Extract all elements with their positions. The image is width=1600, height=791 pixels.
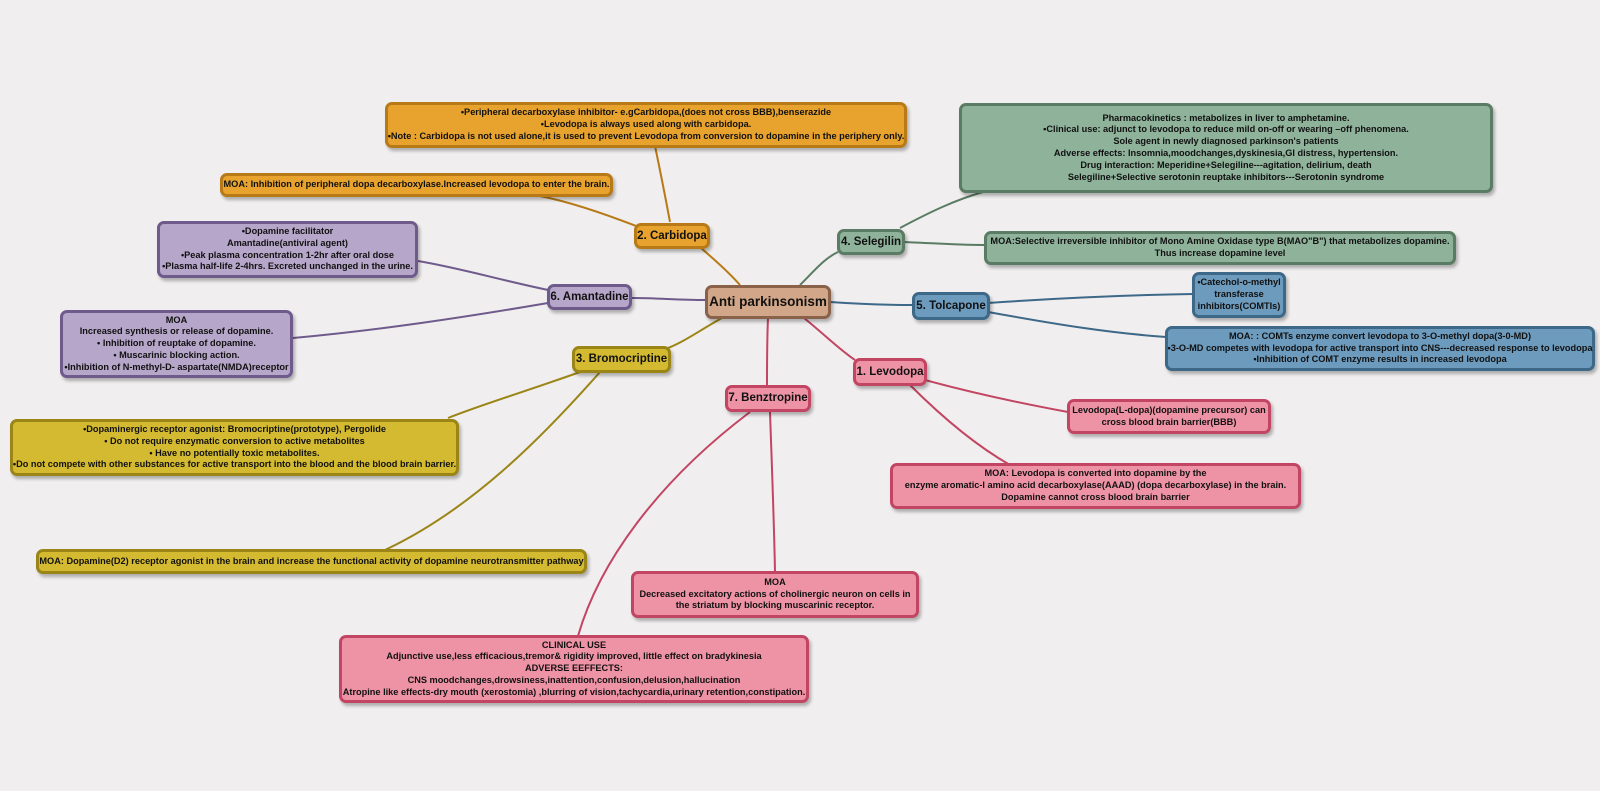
carbidopa-info-line: •Note : Carbidopa is not used alone,it i… (387, 130, 905, 141)
link-amantadine-moa (292, 302, 549, 339)
selegilin-moa-line: Thus increase dopamine level (1154, 248, 1286, 258)
benztropine-clinical-line: Adjunctive use,less efficacious,tremor& … (386, 651, 762, 662)
selegilin-info-box[interactable]: Pharmacokinetics : metabolizes in liver … (959, 103, 1493, 193)
selegilin-label: 4. Selegilin (840, 235, 902, 248)
benztropine-moa-line: Decreased excitatory actions of choliner… (639, 588, 911, 599)
link-selegilin-info (899, 191, 984, 229)
benztropine-clinical-line: CLINICAL USE (541, 639, 607, 650)
selegilin-info-line: Sole agent in newly diagnosed parkinson'… (1113, 136, 1339, 147)
link-benztropine-moa (769, 411, 776, 573)
selegilin-info-line: Adverse effects: Insomnia,moodchanges,dy… (1053, 148, 1399, 158)
benztropine-clinical-box[interactable]: CLINICAL USE Adjunctive use,less efficac… (339, 635, 809, 703)
carbidopa-info-box[interactable]: •Peripheral decarboxylase inhibitor- e.g… (385, 102, 907, 148)
link-benztropine-clinical (577, 411, 751, 637)
selegilin-info-line: Drug interaction: Meperidine+Selegiline-… (1080, 159, 1372, 170)
link-root-benztropine (766, 317, 769, 387)
benztropine-moa-line: the striatum by blocking muscarinic rece… (675, 600, 875, 611)
amantadine-moa-line: Increased synthesis or release of dopami… (79, 326, 274, 337)
levodopa-moa-box[interactable]: MOA: Levodopa is converted into dopamine… (890, 463, 1301, 509)
carbidopa-label: 2. Carbidopa (637, 229, 707, 242)
link-selegilin-moa (903, 241, 986, 246)
tolcapone-moa-line: •Inhibition of COMT enzyme results in in… (1253, 354, 1507, 365)
link-root-amantadine (631, 297, 706, 301)
amantadine-node[interactable]: 6. Amantadine (547, 284, 632, 310)
levodopa-node[interactable]: 1. Levodopa (853, 358, 927, 386)
benztropine-moa-box[interactable]: MOA Decreased excitatory actions of chol… (631, 571, 919, 618)
amantadine-info-line: •Dopamine facilitator (241, 225, 334, 236)
selegilin-moa-line: MOA:Selective irreversible inhibitor of … (990, 236, 1450, 247)
levodopa-moa-line: enzyme aromatic-l amino acid decarboxyla… (904, 480, 1287, 491)
tolcapone-moa-box[interactable]: MOA: : COMTs enzyme convert levodopa to … (1165, 326, 1595, 371)
bromocriptine-info-line: •Do not compete with other substances fo… (12, 459, 457, 470)
selegilin-info-line: Selegiline+Selective serotonin reuptake … (1067, 171, 1385, 182)
link-carbidopa-moa (539, 195, 637, 227)
link-root-bromocriptine (661, 317, 723, 351)
bromocriptine-moa-line: MOA: Dopamine(D2) receptor agonist in th… (39, 555, 584, 566)
root-node[interactable]: Anti parkinsonism (705, 285, 831, 319)
link-tolcapone-moa (987, 311, 1167, 338)
amantadine-info-box[interactable]: •Dopamine facilitator Amantadine(antivir… (157, 221, 418, 278)
tolcapone-label: 5. Tolcapone (916, 299, 986, 312)
link-amantadine-info (417, 260, 549, 291)
levodopa-moa-line: MOA: Levodopa is converted into dopamine… (984, 468, 1207, 479)
benztropine-clinical-line: CNS moodchanges,drowsiness,inattention,c… (407, 674, 741, 685)
bromocriptine-info-box[interactable]: •Dopaminergic receptor agonist: Bromocri… (10, 419, 459, 476)
link-bromocriptine-info (447, 371, 581, 419)
selegilin-info-line: •Clinical use: adjunct to levodopa to re… (1043, 124, 1409, 135)
carbidopa-info-line: •Peripheral decarboxylase inhibitor- e.g… (460, 107, 832, 118)
carbidopa-moa-line: MOA: Inhibition of peripheral dopa decar… (223, 179, 610, 190)
levodopa-info-line: Levodopa(L-dopa)(dopamine precursor) can (1072, 404, 1266, 415)
amantadine-info-line: •Peak plasma concentration 1-2hr after o… (180, 249, 395, 260)
link-levodopa-moa (909, 384, 1011, 466)
link-tolcapone-info (987, 293, 1194, 304)
bromocriptine-info-line: •Dopaminergic receptor agonist: Bromocri… (83, 423, 386, 434)
root-label: Anti parkinsonism (709, 294, 827, 310)
carbidopa-info-line: •Levodopa is always used along with carb… (540, 119, 752, 130)
bromocriptine-info-line: • Do not require enzymatic conversion to… (104, 435, 365, 446)
amantadine-moa-line: • Muscarinic blocking action. (113, 349, 240, 360)
levodopa-info-line: cross blood brain barrier(BBB) (1101, 416, 1237, 427)
levodopa-moa-line: Dopamine cannot cross blood brain barrie… (1001, 491, 1190, 502)
link-bromocriptine-moa (384, 371, 601, 551)
bromocriptine-info-line: • Have no potentially toxic metabolites. (149, 447, 320, 458)
tolcapone-node[interactable]: 5. Tolcapone (912, 292, 990, 320)
carbidopa-node[interactable]: 2. Carbidopa (634, 223, 710, 249)
levodopa-label: 1. Levodopa (856, 365, 924, 378)
benztropine-label: 7. Benztropine (728, 392, 808, 405)
bromocriptine-moa-box[interactable]: MOA: Dopamine(D2) receptor agonist in th… (36, 549, 587, 574)
link-root-levodopa (803, 317, 856, 361)
amantadine-moa-box[interactable]: MOA Increased synthesis or release of do… (60, 310, 293, 378)
benztropine-moa-line: MOA (764, 576, 786, 587)
link-root-tolcapone (829, 301, 914, 306)
amantadine-moa-line: •Inhibition of N-methyl-D- aspartate(NMD… (64, 361, 289, 372)
amantadine-moa-line: MOA (165, 314, 188, 325)
amantadine-label: 6. Amantadine (550, 290, 629, 303)
tolcapone-moa-line: MOA: : COMTs enzyme convert levodopa to … (1228, 330, 1532, 341)
amantadine-moa-line: • Inhibition of reuptake of dopamine. (97, 338, 256, 349)
benztropine-clinical-line: Atropine like effects-dry mouth (xerosto… (342, 686, 806, 697)
tolcapone-info-line: inhibitors(COMTIs) (1197, 300, 1281, 311)
selegilin-moa-box[interactable]: MOA:Selective irreversible inhibitor of … (984, 231, 1456, 265)
selegilin-info-line: Pharmacokinetics : metabolizes in liver … (1102, 112, 1350, 123)
amantadine-info-line: Amantadine(antiviral agent) (227, 237, 348, 248)
selegilin-node[interactable]: 4. Selegilin (837, 229, 905, 255)
benztropine-node[interactable]: 7. Benztropine (725, 385, 811, 412)
link-root-carbidopa (699, 246, 741, 286)
tolcapone-info-line: •Catechol-o-methyl (1197, 277, 1281, 288)
link-carbidopa-info (654, 145, 671, 223)
levodopa-info-box[interactable]: Levodopa(L-dopa)(dopamine precursor) can… (1067, 399, 1271, 434)
carbidopa-moa-box[interactable]: MOA: Inhibition of peripheral dopa decar… (220, 173, 613, 197)
tolcapone-info-line: transferase (1214, 289, 1264, 300)
link-root-selegilin (799, 251, 839, 286)
link-levodopa-info (924, 379, 1069, 413)
tolcapone-moa-line: •3-O-MD competes with levodopa for activ… (1167, 342, 1593, 353)
tolcapone-info-box[interactable]: •Catechol-o-methyl transferase inhibitor… (1192, 272, 1286, 318)
bromocriptine-node[interactable]: 3. Bromocriptine (572, 346, 671, 373)
amantadine-info-line: •Plasma half-life 2-4hrs. Excreted uncha… (162, 261, 413, 272)
benztropine-clinical-line: ADVERSE EEFFECTS: (524, 663, 623, 674)
bromocriptine-label: 3. Bromocriptine (575, 353, 668, 366)
